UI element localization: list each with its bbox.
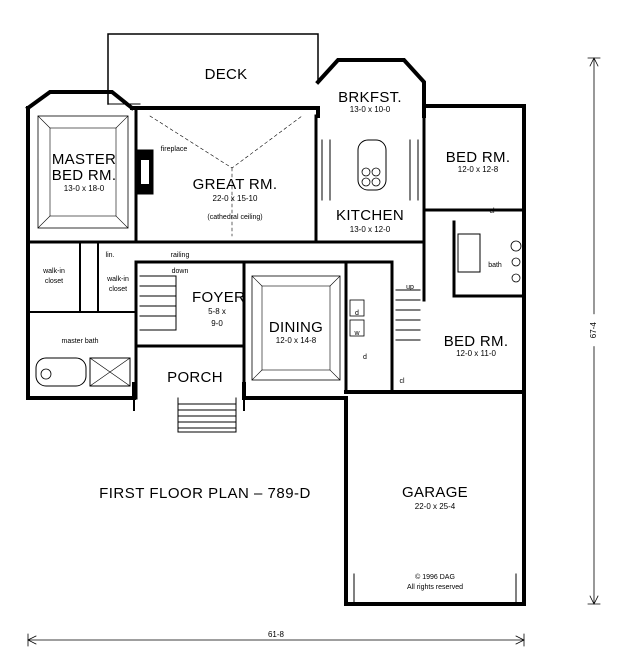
width-dimension: 61-8: [256, 630, 296, 640]
kitchen-size: 13-0 x 12-0: [349, 225, 391, 234]
kitchen-counter: [321, 139, 419, 201]
exterior-wall-top-great: [130, 106, 320, 118]
foyer-label: FOYER: [192, 289, 246, 306]
brkfst-label: BRKFST.: [338, 89, 402, 106]
breakfast-window: [329, 59, 413, 69]
master-label-1: MASTER: [51, 151, 117, 168]
laundry-d: d: [355, 310, 359, 317]
deck-label: DECK: [204, 66, 248, 83]
toilet: [40, 368, 52, 380]
porch-posts: [133, 397, 245, 411]
porch-walls: [134, 344, 246, 400]
master-tray: [37, 115, 129, 229]
shower: [89, 357, 131, 387]
dining-size: 12-0 x 14-8: [275, 336, 317, 345]
laundry-dd: d: [363, 354, 367, 361]
up-note: up: [406, 284, 414, 291]
tub: [457, 233, 481, 273]
hall-walls: [344, 260, 426, 394]
bedroom-2-label: BED RM.: [443, 333, 509, 350]
walkin-closet-1b: closet: [44, 278, 64, 285]
closet-walls: [79, 241, 99, 313]
porch-steps: [177, 397, 237, 433]
master-bay-wall: [25, 90, 135, 111]
foyer-size-1: 5-8 x: [208, 307, 226, 316]
stairs-hall: [395, 289, 421, 341]
garage-door: [353, 573, 517, 605]
bedroom-1-label: BED RM.: [445, 149, 511, 166]
bath-wall: [452, 220, 526, 298]
fireplace-note: fireplace: [160, 146, 188, 153]
closet-note-1: cl: [489, 208, 495, 215]
brkfst-size: 13-0 x 10-0: [349, 105, 391, 114]
washer: [349, 299, 365, 317]
down-note: down: [171, 268, 189, 275]
depth-dimension: 67-4: [589, 314, 599, 347]
bath-note: bath: [488, 262, 502, 269]
master-size: 13-0 x 18-0: [63, 184, 105, 193]
plan-title: FIRST FLOOR PLAN – 789-D: [99, 485, 311, 502]
linen-note: lin.: [105, 252, 115, 259]
rights: All rights reserved: [406, 584, 464, 591]
foyer-size-2: 9-0: [211, 319, 223, 328]
walkin-closet-2a: walk-in: [107, 276, 129, 283]
kitchen-label: KITCHEN: [330, 208, 410, 224]
garage-size: 22-0 x 25-4: [414, 502, 456, 511]
laundry-w: w: [354, 330, 360, 337]
great-room-label: GREAT RM.: [192, 176, 278, 193]
walkin-closet-2b: closet: [108, 286, 128, 293]
dryer: [349, 319, 365, 337]
garage-outline: [344, 390, 526, 606]
ceiling-lines: [149, 115, 303, 237]
dining-label: DINING: [268, 319, 324, 336]
master-bath-note: master bath: [61, 338, 99, 345]
master-label-2: BED RM.: [51, 167, 117, 184]
great-room-size: 22-0 x 15-10: [212, 194, 258, 203]
great-room-note: (cathedral ceiling): [207, 214, 263, 221]
master-tub: [35, 357, 87, 387]
closet-note-2: cl: [399, 378, 405, 385]
bedroom-2-size: 12-0 x 11-0: [456, 349, 496, 358]
garage-label: GARAGE: [402, 484, 468, 501]
bedroom-1-size: 12-0 x 12-8: [457, 165, 499, 174]
foyer-wall: [134, 260, 246, 348]
porch-label: PORCH: [167, 369, 223, 386]
railing-note: railing: [170, 252, 190, 259]
exterior-wall-bottom-mid: [242, 382, 348, 400]
kitchen-island: [357, 139, 387, 191]
copyright: © 1996 DAG: [415, 574, 455, 581]
stairs-foyer: [139, 275, 177, 331]
walkin-closet-1a: walk-in: [43, 268, 65, 275]
dining-tray: [251, 275, 341, 381]
